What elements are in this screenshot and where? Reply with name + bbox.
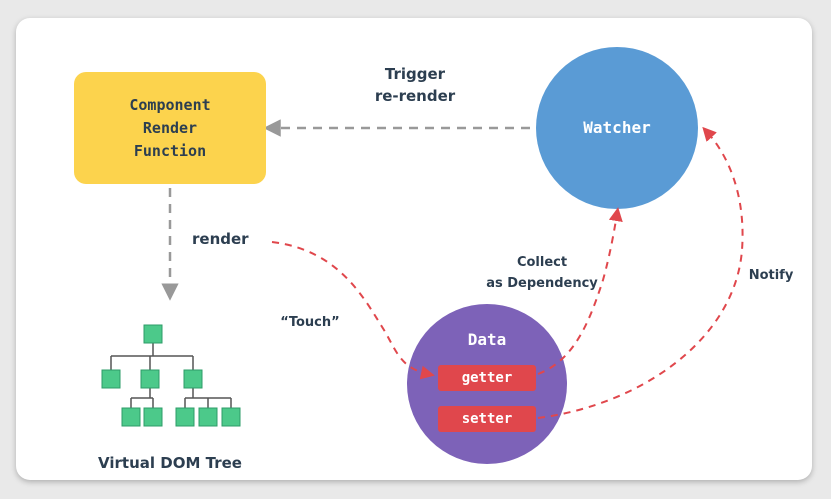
tree-node (101, 369, 121, 389)
tree-node (221, 407, 241, 427)
component-render-function-label: Component Render Function (129, 95, 211, 160)
tree-node (175, 407, 195, 427)
tree-node (183, 369, 203, 389)
watcher-label: Watcher (583, 118, 651, 137)
collect-dependency-label: Collect as Dependency (486, 255, 598, 291)
touch-arrow (271, 241, 435, 380)
tree-node (143, 407, 163, 427)
component-render-function-box: Component Render Function (74, 72, 266, 184)
trigger-rerender-label: Trigger re-render (374, 65, 456, 105)
data-label: Data (467, 330, 507, 349)
render-label: render (192, 230, 249, 248)
getter-pill: getter (438, 365, 536, 391)
watcher-node (536, 47, 698, 209)
notify-arrow (537, 126, 744, 419)
touch-label: “Touch” (280, 315, 340, 330)
tree-node (121, 407, 141, 427)
tree-node (198, 407, 218, 427)
tree-node (140, 369, 160, 389)
notify-label: Notify (748, 268, 794, 283)
setter-pill: setter (438, 406, 536, 432)
virtual-dom-tree-label: Virtual DOM Tree (98, 454, 242, 472)
tree-node (143, 324, 163, 344)
vdom-tree-icon (101, 324, 241, 427)
collect-arrow (537, 207, 623, 375)
